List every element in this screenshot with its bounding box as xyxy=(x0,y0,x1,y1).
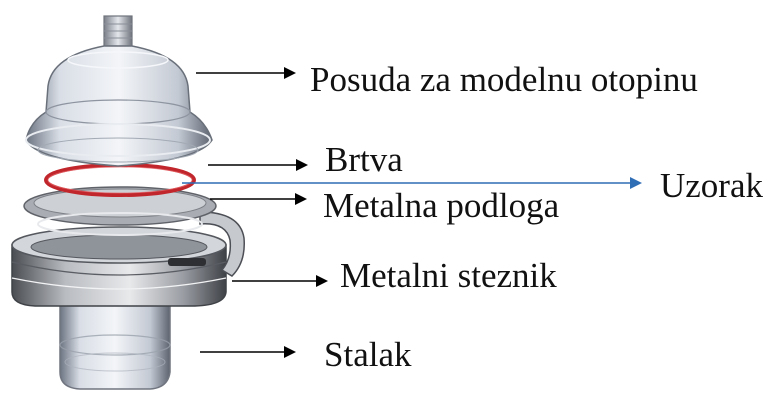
label-posuda: Posuda za modelnu otopinu xyxy=(310,60,698,99)
arrow-podloga xyxy=(210,193,307,205)
arrow-brtva xyxy=(208,159,308,171)
podloga-part xyxy=(23,186,217,236)
label-metalna-podloga: Metalna podloga xyxy=(323,186,560,225)
label-uzorak: Uzorak xyxy=(660,166,764,205)
label-brtva: Brtva xyxy=(325,140,403,179)
label-metalni-steznik: Metalni steznik xyxy=(340,256,557,295)
label-stalak: Stalak xyxy=(324,335,412,374)
arrow-posuda xyxy=(196,67,296,79)
arrow-steznik xyxy=(232,275,328,287)
steznik-part xyxy=(11,211,245,307)
posuda-part xyxy=(25,15,213,167)
stalak-part xyxy=(59,299,171,390)
arrow-stalak xyxy=(200,346,296,358)
arrow-uzorak xyxy=(182,177,642,189)
